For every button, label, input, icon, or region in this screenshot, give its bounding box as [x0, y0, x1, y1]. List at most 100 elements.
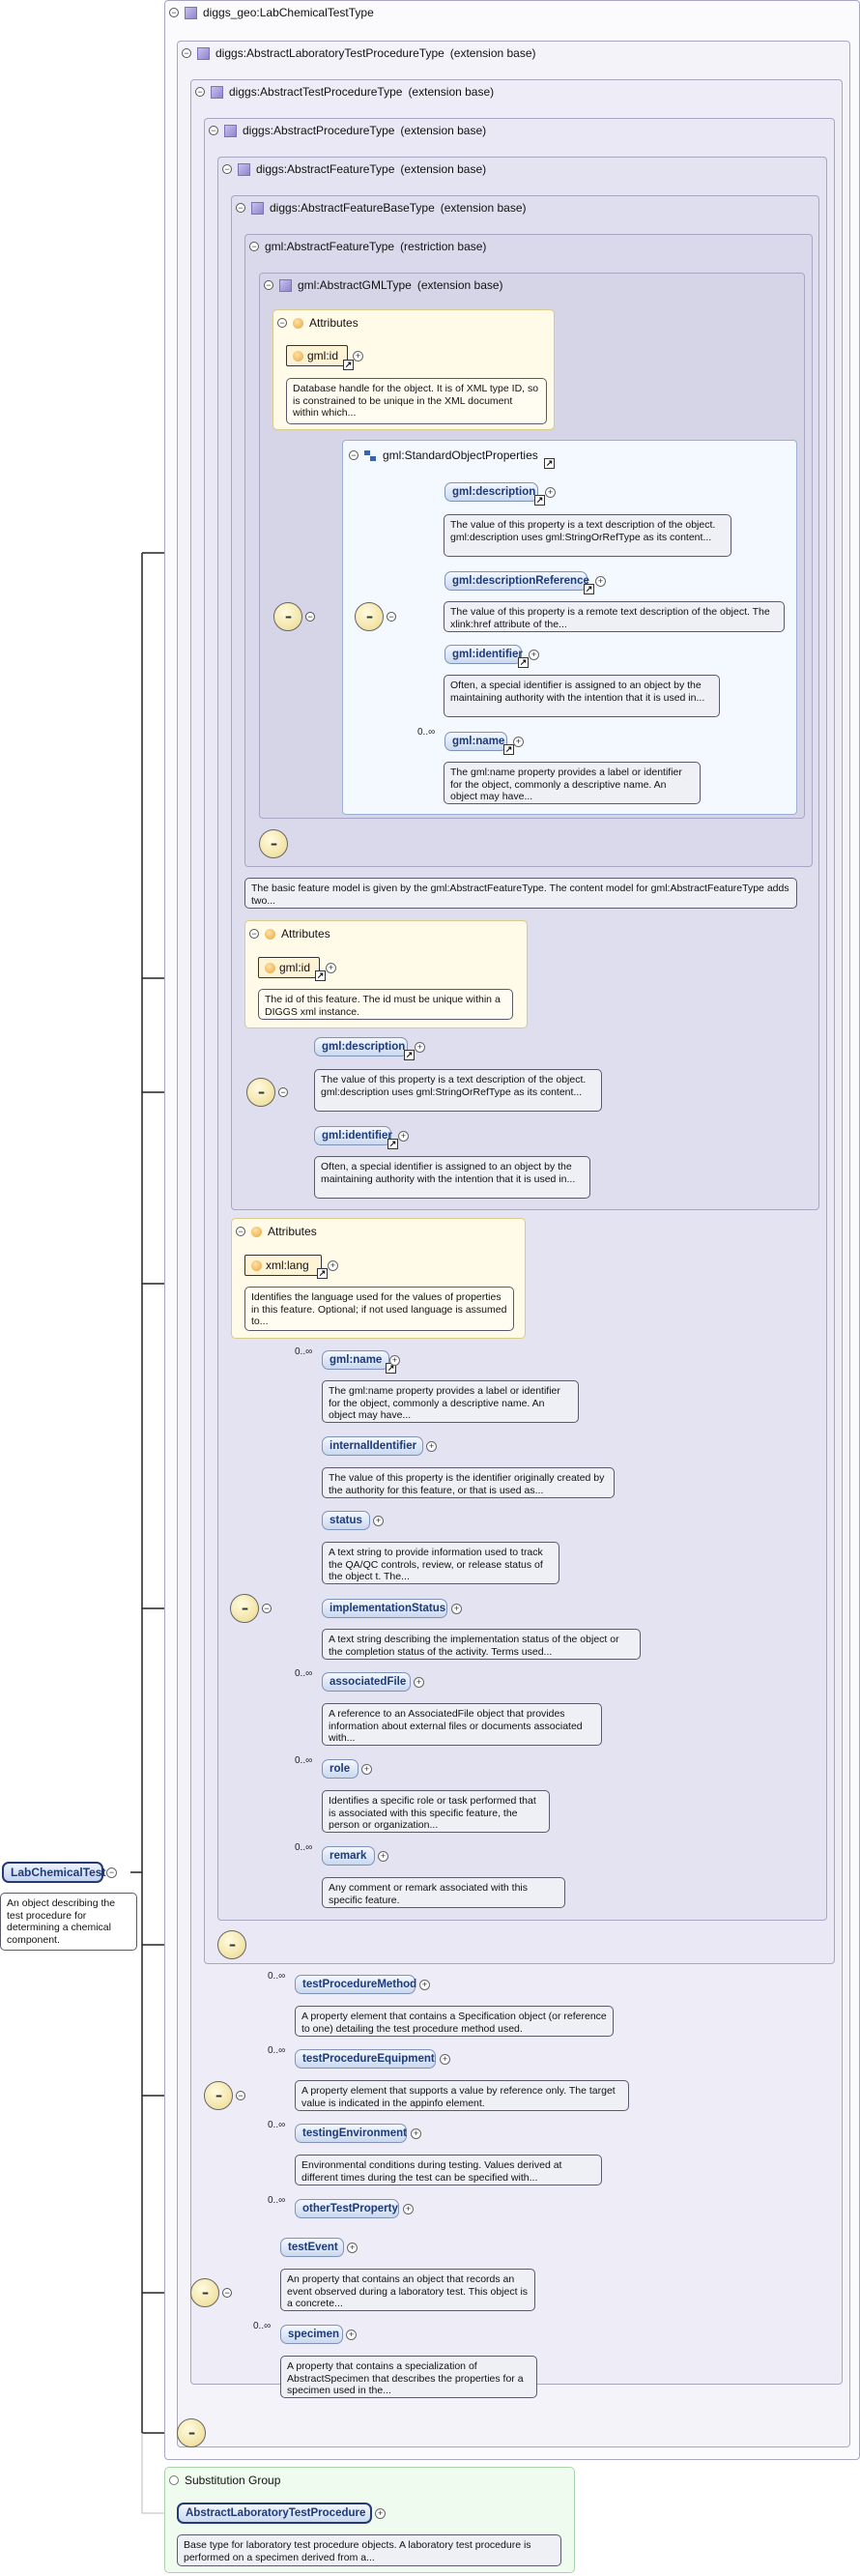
element-other-test-property[interactable]: otherTestProperty	[295, 2199, 399, 2218]
collapse-toggle[interactable]: −	[222, 2288, 232, 2298]
collapse-toggle[interactable]: −	[277, 318, 287, 328]
expand-icon[interactable]: +	[415, 1042, 425, 1053]
expand-icon[interactable]: −	[106, 1867, 117, 1878]
documentation-note: Identifies a specific role or task perfo…	[322, 1790, 550, 1833]
collapse-toggle[interactable]: −	[249, 929, 259, 939]
element-gml-description[interactable]: gml:description	[444, 482, 538, 502]
attribute-xml-lang[interactable]: xml:lang	[244, 1255, 322, 1276]
documentation-note: The gml:name property provides a label o…	[322, 1380, 579, 1423]
expand-icon[interactable]: +	[346, 2330, 357, 2340]
collapse-toggle[interactable]: −	[236, 203, 245, 213]
reference-arrow-icon: ↗	[534, 495, 545, 506]
element-status[interactable]: status	[322, 1511, 370, 1530]
expand-icon[interactable]: +	[328, 1260, 338, 1271]
collapse-toggle[interactable]: −	[262, 1604, 272, 1613]
collapse-toggle[interactable]: −	[264, 280, 273, 290]
expand-icon[interactable]: +	[389, 1355, 400, 1366]
collapse-toggle[interactable]	[169, 2475, 179, 2485]
type-name: diggs:AbstractTestProcedureType	[229, 85, 403, 99]
expand-icon[interactable]: +	[347, 2243, 358, 2253]
documentation-note: Environmental conditions during testing.…	[295, 2155, 602, 2185]
expand-icon[interactable]: +	[398, 1131, 409, 1142]
documentation-note: Often, a special identifier is assigned …	[314, 1156, 590, 1199]
type-name: diggs:AbstractFeatureBaseType	[270, 201, 435, 215]
element-internal-identifier[interactable]: internalIdentifier	[322, 1436, 423, 1456]
sequence-icon[interactable]: ▪▪▪	[259, 829, 288, 858]
root-element-lab-chemical-test[interactable]: LabChemicalTest	[2, 1862, 105, 1883]
element-abstract-laboratory-test-procedure[interactable]: AbstractLaboratoryTestProcedure	[177, 2503, 372, 2524]
complex-type-icon	[251, 201, 264, 215]
element-test-procedure-method[interactable]: testProcedureMethod	[295, 1975, 416, 1994]
complex-type-icon	[197, 46, 210, 60]
element-gml-description-reference[interactable]: gml:descriptionReference	[444, 571, 589, 591]
collapse-toggle[interactable]: −	[278, 1087, 288, 1097]
expand-icon[interactable]: +	[440, 2054, 450, 2065]
element-gml-identifier[interactable]: gml:identifier	[444, 645, 523, 664]
sequence-icon[interactable]: ▪▪▪	[273, 602, 302, 631]
attribute-gml-id[interactable]: gml:id	[258, 957, 320, 978]
expand-icon[interactable]: +	[414, 1677, 424, 1688]
expand-icon[interactable]: +	[419, 1980, 430, 1990]
substitution-group-title: Substitution Group	[185, 2474, 281, 2487]
collapse-toggle[interactable]: −	[349, 450, 358, 460]
documentation-note: A reference to an AssociatedFile object …	[322, 1703, 602, 1746]
expand-icon[interactable]: +	[375, 2508, 386, 2519]
expand-icon[interactable]: +	[378, 1851, 388, 1862]
collapse-toggle[interactable]: −	[305, 612, 315, 622]
collapse-toggle[interactable]: −	[249, 242, 259, 251]
expand-icon[interactable]: +	[361, 1764, 372, 1775]
collapse-toggle[interactable]: −	[169, 8, 179, 17]
element-gml-name[interactable]: gml:name	[444, 732, 507, 751]
reference-arrow-icon: ↗	[503, 744, 514, 755]
expand-icon[interactable]: +	[513, 737, 524, 747]
documentation-note: A property element that supports a value…	[295, 2080, 629, 2111]
sequence-icon[interactable]: ▪▪▪	[204, 2081, 233, 2110]
element-role[interactable]: role	[322, 1759, 358, 1779]
sequence-icon[interactable]: ▪▪▪	[355, 602, 384, 631]
element-gml-identifier[interactable]: gml:identifier	[314, 1126, 392, 1145]
attribute-icon	[293, 350, 303, 362]
cardinality-label: 0..∞	[268, 2045, 286, 2056]
type-relation: (extension base)	[408, 85, 495, 99]
expand-icon[interactable]: +	[353, 351, 363, 362]
collapse-toggle[interactable]: −	[222, 164, 232, 174]
expand-icon[interactable]: +	[426, 1441, 437, 1452]
sequence-icon[interactable]: ▪▪▪	[190, 2278, 219, 2307]
element-testing-environment[interactable]: testingEnvironment	[295, 2124, 407, 2143]
documentation-note: A property that contains a specializatio…	[280, 2356, 537, 2398]
element-remark[interactable]: remark	[322, 1846, 375, 1866]
collapse-toggle[interactable]: −	[236, 1227, 245, 1236]
type-relation: (extension base)	[400, 124, 487, 137]
collapse-toggle[interactable]: −	[236, 2091, 245, 2100]
expand-icon[interactable]: +	[326, 963, 336, 973]
collapse-toggle[interactable]: −	[182, 48, 191, 58]
element-test-procedure-equipment[interactable]: testProcedureEquipment	[295, 2049, 436, 2069]
element-specimen[interactable]: specimen	[280, 2325, 343, 2344]
documentation-note: Identifies the language used for the val…	[244, 1287, 514, 1331]
sequence-icon[interactable]: ▪▪▪	[246, 1078, 275, 1107]
collapse-toggle[interactable]: −	[209, 126, 218, 135]
reference-arrow-icon: ↗	[584, 584, 594, 594]
cardinality-label: 0..∞	[253, 2321, 272, 2331]
expand-icon[interactable]: +	[403, 2204, 414, 2214]
element-gml-description[interactable]: gml:description	[314, 1037, 408, 1056]
sequence-icon[interactable]: ▪▪▪	[217, 1930, 246, 1959]
sequence-icon[interactable]: ▪▪▪	[230, 1594, 259, 1623]
expand-icon[interactable]: +	[451, 1604, 462, 1614]
expand-icon[interactable]: +	[595, 576, 606, 587]
collapse-toggle[interactable]: −	[387, 612, 396, 622]
attribute-gml-id[interactable]: gml:id	[286, 345, 348, 366]
element-associated-file[interactable]: associatedFile	[322, 1672, 411, 1692]
expand-icon[interactable]: +	[529, 650, 539, 660]
element-gml-name[interactable]: gml:name	[322, 1350, 389, 1370]
cardinality-label: 0..∞	[295, 1842, 313, 1853]
type-relation: (extension base)	[440, 201, 527, 215]
collapse-toggle[interactable]: −	[195, 87, 205, 97]
element-implementation-status[interactable]: implementationStatus	[322, 1599, 447, 1618]
element-test-event[interactable]: testEvent	[280, 2238, 344, 2257]
attribute-icon	[251, 1226, 262, 1237]
expand-icon[interactable]: +	[373, 1516, 384, 1526]
sequence-icon[interactable]: ▪▪▪	[177, 2418, 206, 2447]
expand-icon[interactable]: +	[411, 2128, 421, 2139]
expand-icon[interactable]: +	[545, 487, 556, 498]
